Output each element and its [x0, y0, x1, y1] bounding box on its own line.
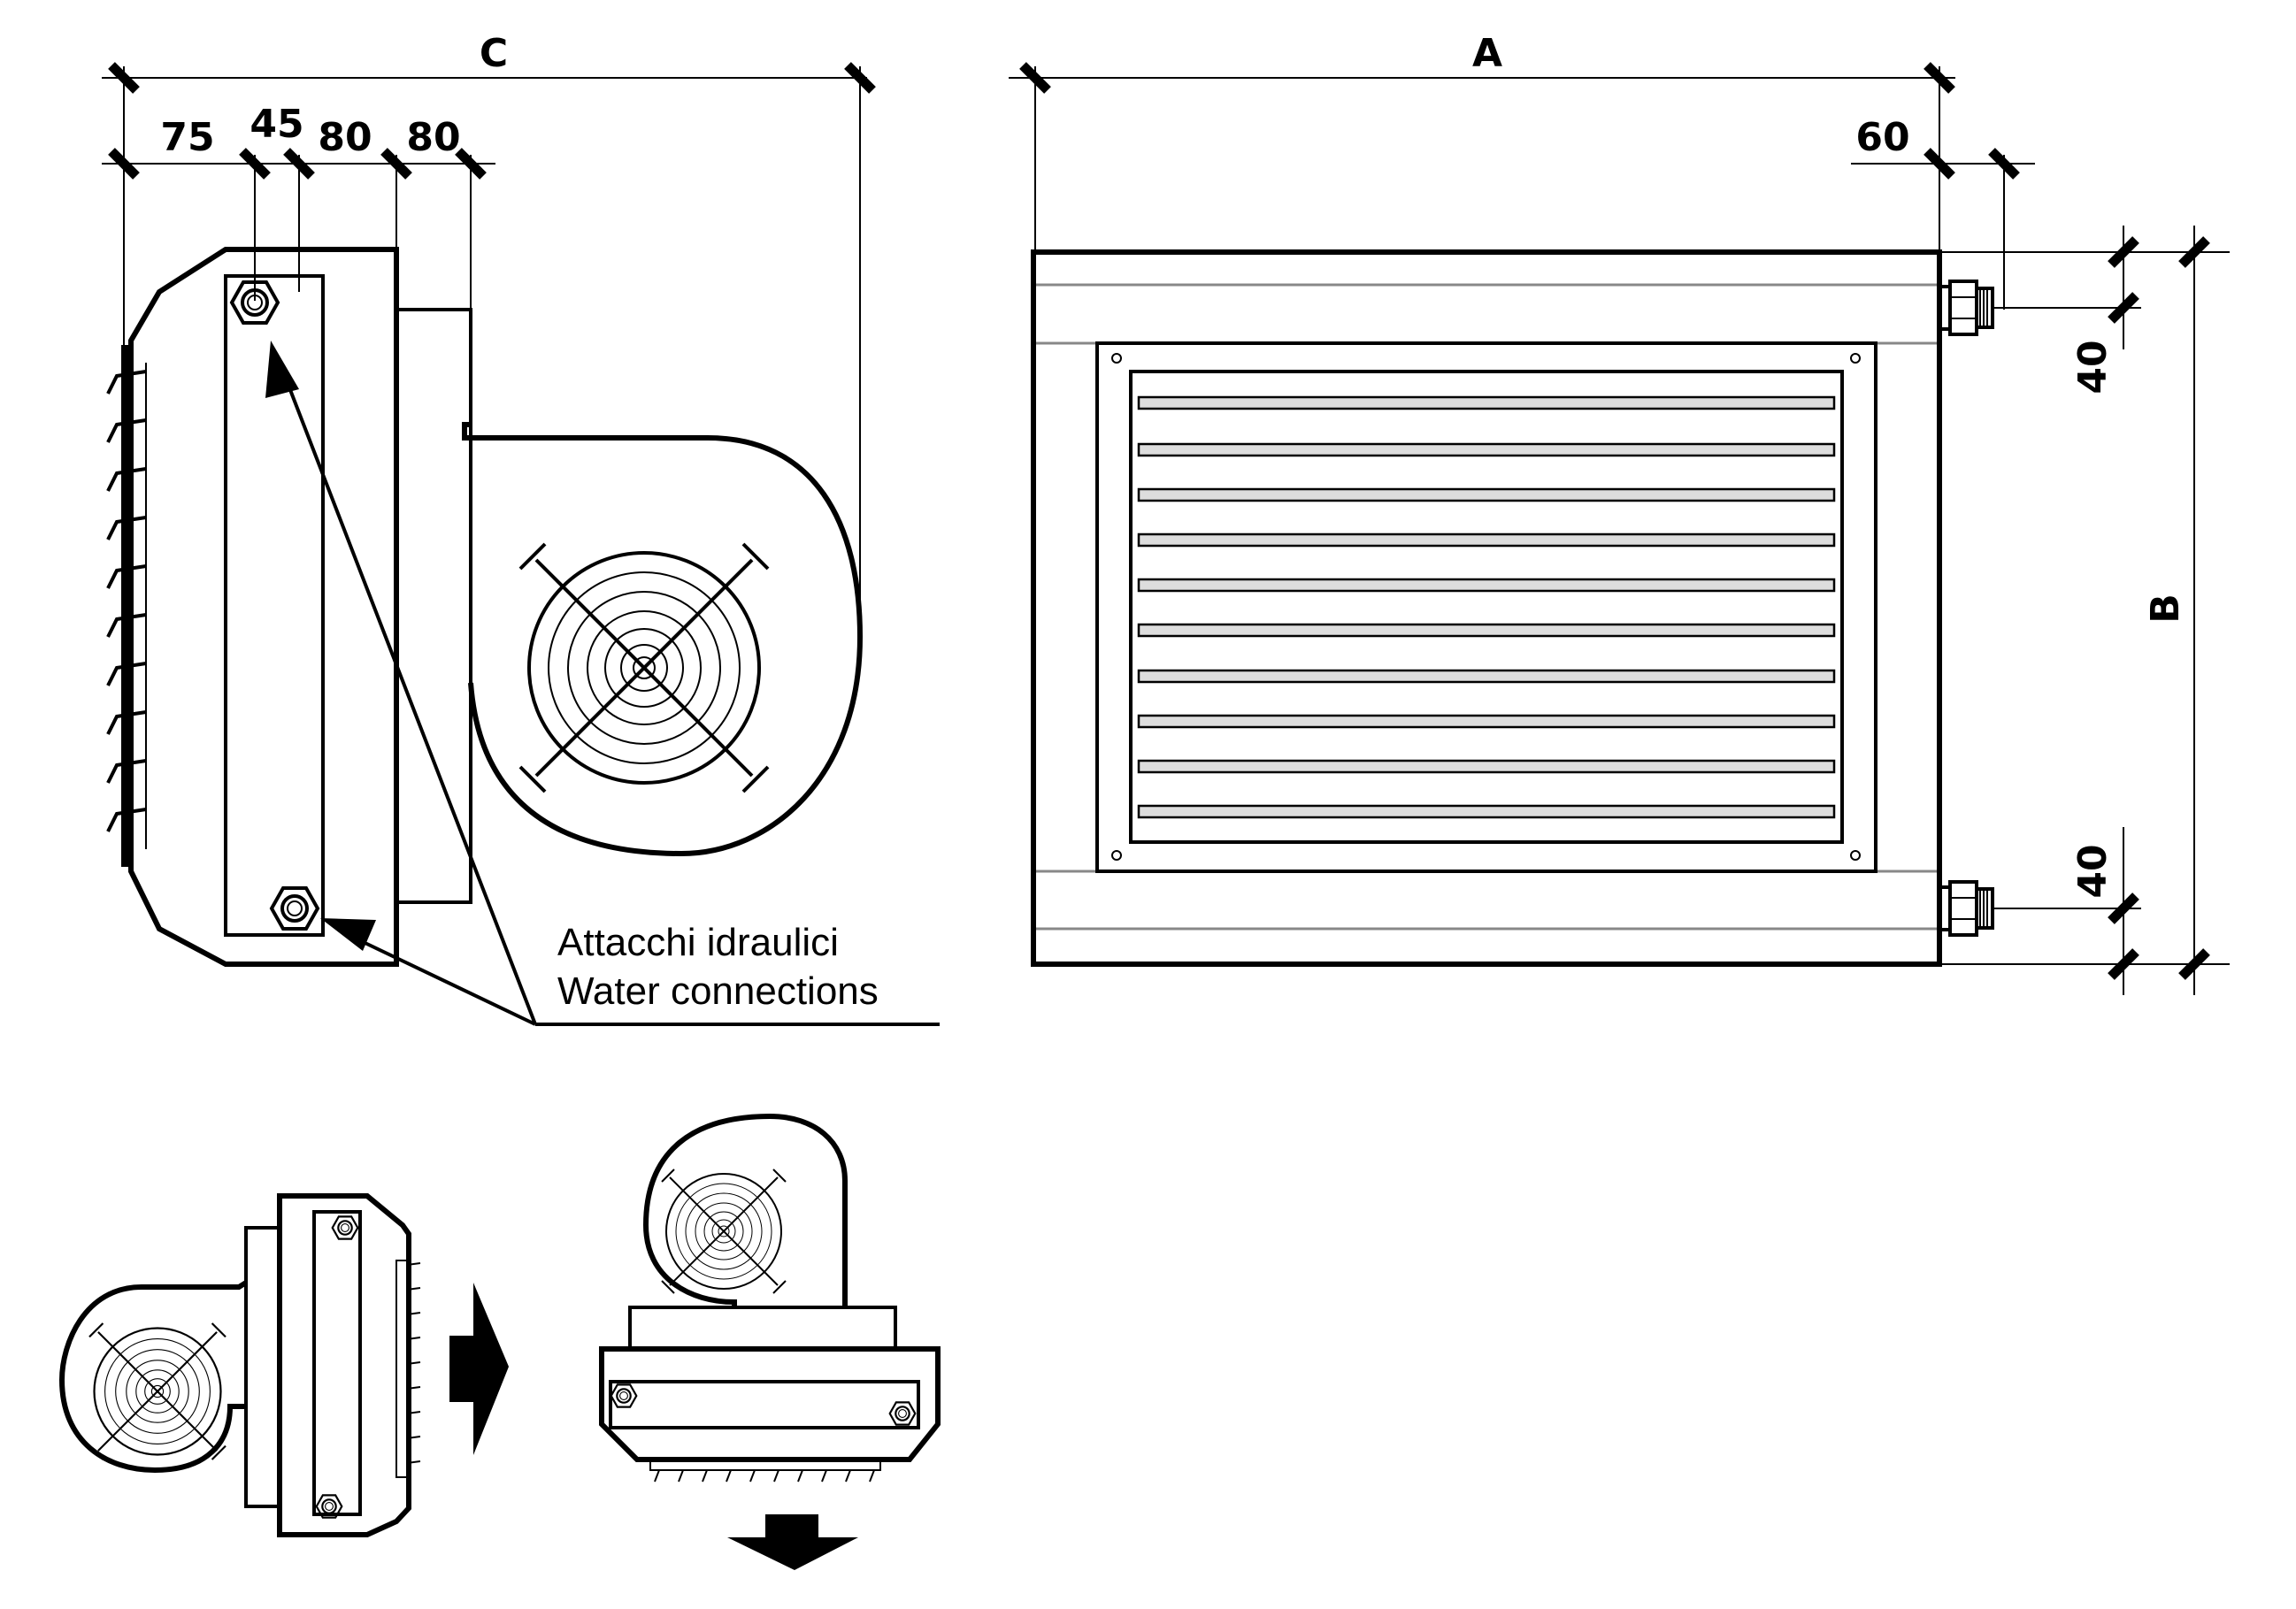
side-view: C 75 45 80 80	[102, 31, 940, 1026]
fitting-top-icon	[1938, 280, 1994, 336]
dim-label-c: C	[480, 31, 508, 76]
unit-frame	[1031, 249, 1942, 967]
fitting-bottom-icon	[1938, 880, 1994, 937]
coil-header-plate	[224, 274, 325, 937]
fan-grille-icon	[518, 542, 770, 793]
arrow-down-icon	[727, 1514, 858, 1570]
dim-label-80-b: 80	[406, 115, 460, 160]
dim-label-b: B	[2143, 594, 2188, 624]
louvre-slats	[1137, 395, 1836, 819]
water-connection-bottom-icon	[270, 886, 319, 931]
installation-sequence	[58, 1113, 941, 1570]
callout-label-it: Attacchi idraulici	[557, 921, 839, 964]
fan-grille-icon	[661, 1168, 787, 1294]
dim-label-60: 60	[1855, 115, 1909, 160]
dim-label-40-bottom: 40	[2070, 844, 2116, 898]
horizontal-mount	[58, 1193, 421, 1537]
dim-label-40-top: 40	[2070, 340, 2116, 394]
plenum	[395, 308, 472, 904]
blower-scroll	[462, 422, 864, 857]
louvre-fins	[106, 363, 147, 849]
dim-label-a: A	[1472, 31, 1502, 76]
grille-frame	[1095, 341, 1877, 873]
coil-housing	[128, 247, 399, 967]
grille-inner	[1129, 370, 1844, 844]
arrow-right-icon	[449, 1283, 509, 1455]
dim-label-80-a: 80	[318, 115, 372, 160]
vertical-mount	[599, 1113, 941, 1483]
dim-label-45: 45	[250, 102, 303, 147]
front-view: A 60	[1009, 31, 2230, 995]
fan-grille-icon	[88, 1322, 227, 1461]
callout-arrow-top	[281, 371, 537, 1025]
callout-label-en: Water connections	[557, 969, 879, 1013]
callout-arrow-bottom	[353, 936, 536, 1026]
dim-label-75: 75	[160, 115, 214, 160]
